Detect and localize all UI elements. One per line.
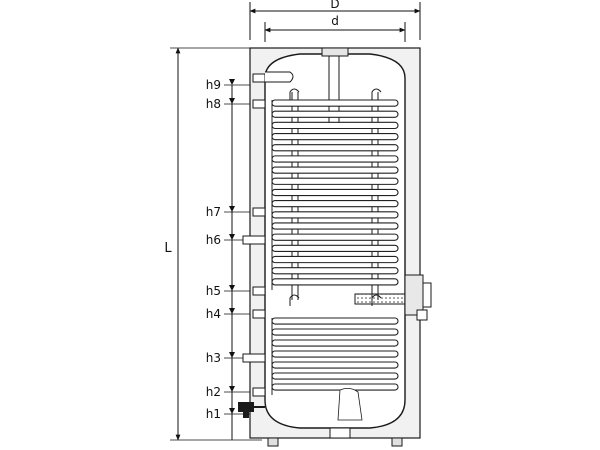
nozzle <box>252 387 266 397</box>
height-marker-h5: h5 <box>206 284 262 298</box>
nozzle <box>252 73 266 83</box>
foot-left <box>267 437 279 447</box>
inspection-flange <box>404 274 424 316</box>
connection-nozzles <box>242 71 294 397</box>
coil-turn <box>271 99 399 107</box>
height-marker-label: h1 <box>206 407 221 421</box>
coil-turn <box>271 155 399 163</box>
height-marker-h9: h9 <box>206 78 262 92</box>
height-marker-label: h5 <box>206 284 221 298</box>
coil-turn <box>271 132 399 141</box>
coil-turn <box>271 328 399 336</box>
height-marker-label: h7 <box>206 205 221 219</box>
drain-valve <box>238 402 265 418</box>
height-marker-h4: h4 <box>206 307 262 321</box>
coil-turn <box>271 166 399 174</box>
nozzle <box>252 309 266 319</box>
tank <box>238 47 432 447</box>
coil-turn <box>271 144 399 152</box>
nozzle <box>242 235 266 245</box>
dimension-D: D <box>249 0 421 40</box>
height-marker-label: h2 <box>206 385 221 399</box>
height-marker-label: h4 <box>206 307 221 321</box>
coil-turn <box>271 121 399 130</box>
coil-turn <box>271 317 399 325</box>
lower-heat-exchanger-coil <box>271 317 399 395</box>
coil-turn <box>271 110 399 118</box>
coil-turn <box>271 383 399 391</box>
dimension-d-label: d <box>331 14 339 28</box>
coil-turn <box>271 222 399 230</box>
height-marker-label: h3 <box>206 351 221 365</box>
coil-turn <box>271 339 399 347</box>
nozzle <box>252 207 266 217</box>
coil-turn <box>271 278 399 286</box>
height-marker-label: h6 <box>206 233 221 247</box>
coil-turn <box>271 200 399 208</box>
height-marker-label: h9 <box>206 78 221 92</box>
dimension-L: L <box>164 47 262 441</box>
top-flange <box>321 47 349 57</box>
coil-turn <box>271 255 399 264</box>
coil-turn <box>271 267 399 275</box>
coil-turn <box>271 361 399 369</box>
dimension-L-label: L <box>164 241 172 256</box>
coil-turn <box>271 244 399 252</box>
coil-turn <box>271 177 399 185</box>
dimension-D-label: D <box>330 0 339 11</box>
dimension-d: d <box>264 14 406 42</box>
nozzle <box>252 286 266 296</box>
coil-turn <box>271 188 399 197</box>
foot-right <box>391 437 403 447</box>
electric-heater-port <box>354 293 406 305</box>
coil-turn <box>271 233 399 241</box>
coil-turn <box>271 350 399 358</box>
nozzle <box>252 99 266 109</box>
coil-turn <box>271 372 399 380</box>
height-marker-label: h8 <box>206 97 221 111</box>
upper-heat-exchanger-coil <box>271 88 399 306</box>
coil-turn <box>271 211 399 219</box>
nozzle <box>242 353 266 363</box>
